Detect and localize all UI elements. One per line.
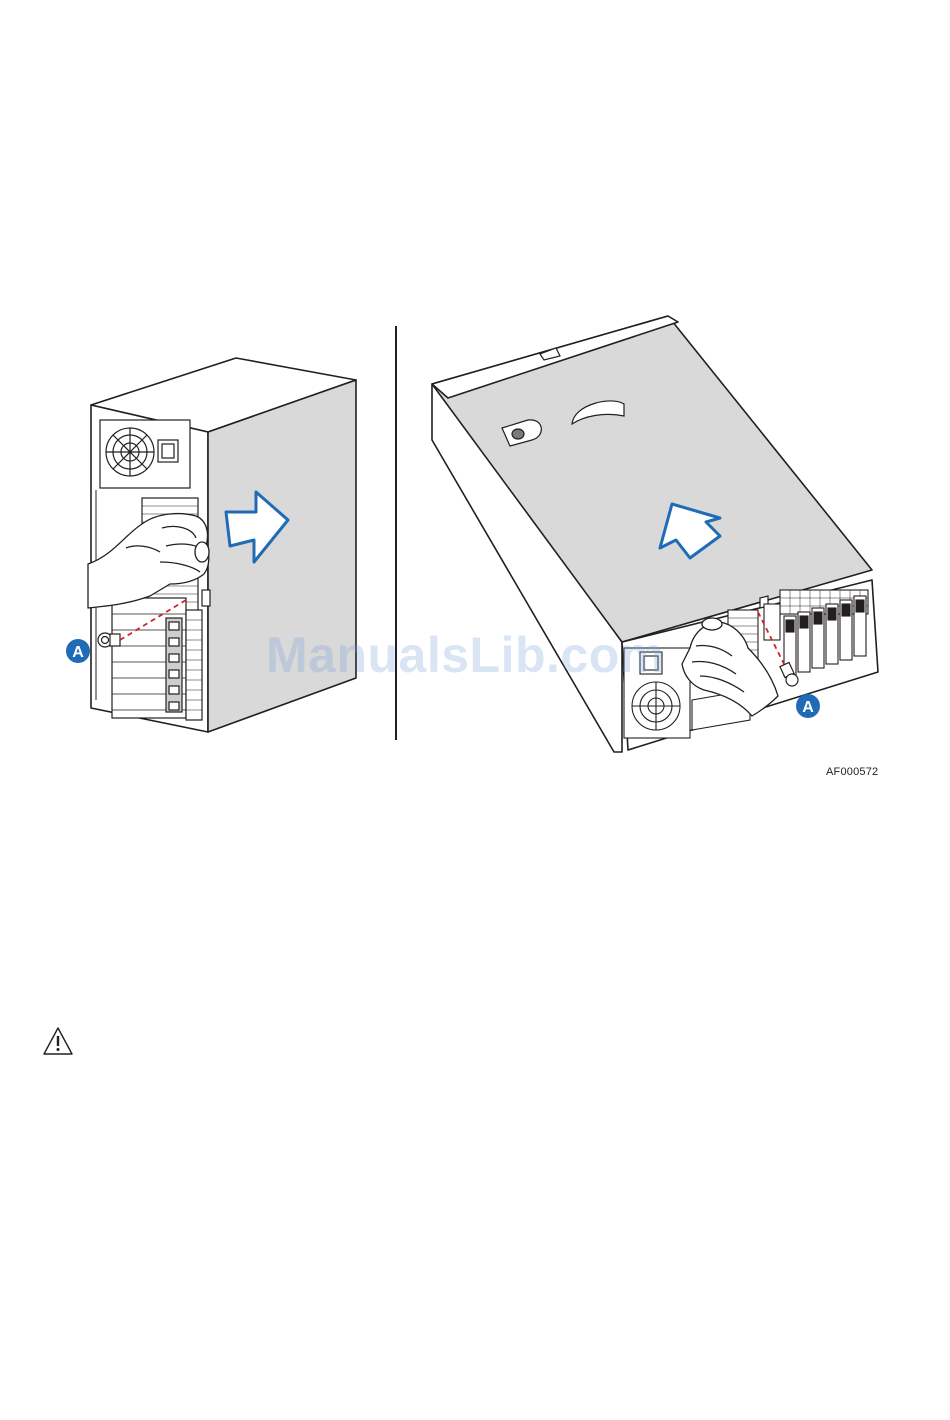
figure-id: AF000572	[826, 766, 878, 778]
callout-a-right-label: A	[802, 699, 814, 716]
callout-a-right: A	[796, 694, 820, 718]
cover-removal-illustration: A	[0, 0, 950, 800]
caution-triangle-icon	[42, 1026, 74, 1056]
power-socket-icon	[158, 440, 178, 462]
callout-a-left-label: A	[72, 644, 84, 661]
callout-a-left: A	[66, 639, 90, 663]
